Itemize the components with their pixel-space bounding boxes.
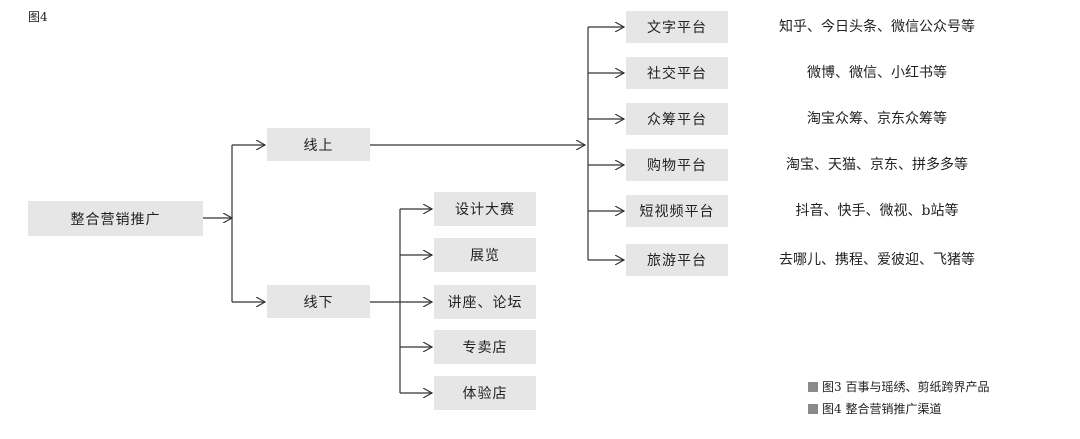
platform-examples: 去哪儿、携程、爱彼迎、飞猪等 bbox=[779, 252, 975, 268]
platform-examples: 知乎、今日头条、微信公众号等 bbox=[779, 19, 975, 35]
platform-examples: 微博、微信、小红书等 bbox=[807, 65, 947, 81]
legend-item: 图3 百事与瑶绣、剪纸跨界产品 bbox=[808, 378, 989, 395]
activity-node: 展览 bbox=[434, 238, 536, 272]
legend-square-icon bbox=[808, 403, 818, 414]
legend-square-icon bbox=[808, 381, 818, 392]
activity-node: 体验店 bbox=[434, 376, 536, 410]
platform-node: 短视频平台 bbox=[626, 195, 728, 227]
activity-node: 设计大赛 bbox=[434, 192, 536, 226]
root-node: 整合营销推广 bbox=[28, 201, 203, 236]
platform-node: 旅游平台 bbox=[626, 244, 728, 276]
online-node: 线上 bbox=[267, 128, 370, 161]
figure-label: 图4 bbox=[28, 10, 48, 24]
activity-node: 讲座、论坛 bbox=[434, 285, 536, 319]
platform-node: 购物平台 bbox=[626, 149, 728, 181]
platform-examples: 抖音、快手、微视、b站等 bbox=[795, 203, 959, 219]
offline-node: 线下 bbox=[267, 285, 370, 318]
platform-node: 众筹平台 bbox=[626, 103, 728, 135]
platform-node: 文字平台 bbox=[626, 11, 728, 43]
platform-examples: 淘宝、天猫、京东、拼多多等 bbox=[786, 157, 968, 173]
platform-node: 社交平台 bbox=[626, 57, 728, 89]
platform-examples: 淘宝众筹、京东众筹等 bbox=[807, 111, 947, 127]
legend-item: 图4 整合营销推广渠道 bbox=[808, 400, 941, 417]
legend-text: 图3 百事与瑶绣、剪纸跨界产品 bbox=[822, 380, 990, 394]
activity-node: 专卖店 bbox=[434, 330, 536, 364]
legend-text: 图4 整合营销推广渠道 bbox=[822, 402, 942, 416]
